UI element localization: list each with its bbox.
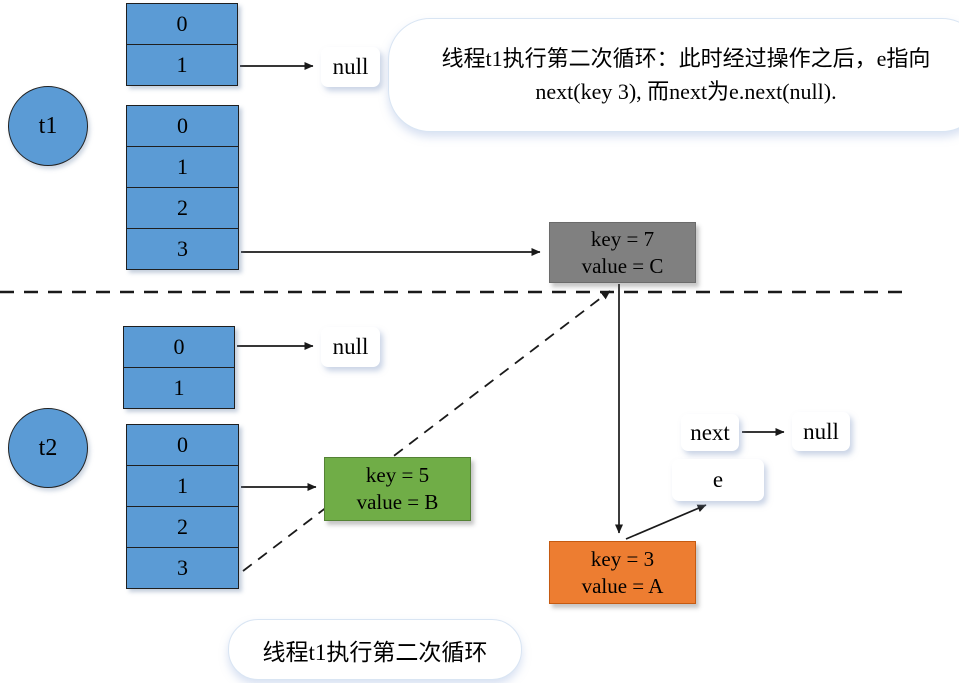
t1-small-array-cell: 0 xyxy=(176,11,188,36)
node-key7: key = 7 value = C xyxy=(549,222,696,283)
null-label-right: null xyxy=(792,412,850,451)
t2-large-array-cell: 2 xyxy=(127,506,238,547)
null-label-top: null xyxy=(321,47,380,87)
bottom-callout-bubble: 线程t1执行第二次循环 xyxy=(228,619,522,680)
thread-t1-label: t1 xyxy=(38,112,58,139)
node-key7-value: value = C xyxy=(581,253,664,278)
node-key5-value: value = B xyxy=(356,490,439,514)
t1-large-array: 0 1 2 3 xyxy=(126,105,239,270)
t1-large-array-cell: 0 xyxy=(177,113,188,138)
top-callout-line1: 线程t1执行第二次循环：此时经过操作之后，e指向 xyxy=(441,46,931,71)
t1-large-array-cell: 2 xyxy=(127,187,238,228)
node-key3-key: key = 3 xyxy=(590,546,655,571)
null-label-top-text: null xyxy=(332,54,369,79)
null-label-right-text: null xyxy=(803,418,839,444)
t1-large-array-cell: 1 xyxy=(127,146,238,187)
null-label-mid: null xyxy=(321,327,380,367)
e-pointer-label: e xyxy=(672,459,764,501)
t2-small-array-cell: 0 xyxy=(173,334,185,359)
t2-large-array-cell: 0 xyxy=(177,432,188,457)
node-key3-value: value = A xyxy=(581,573,664,598)
t2-small-array-cell: 1 xyxy=(124,367,234,408)
e-pointer-text: e xyxy=(712,467,724,492)
t2-large-array: 0 1 2 3 xyxy=(126,424,239,589)
node-key5-key: key = 5 xyxy=(365,463,430,487)
arrow-t2-bucket3-dashed-to-key7 xyxy=(242,290,611,572)
t1-large-array-cell: 3 xyxy=(127,228,238,269)
node-key3: key = 3 value = A xyxy=(549,541,696,604)
thread-t2-label: t2 xyxy=(38,434,58,461)
node-key7-key: key = 7 xyxy=(590,226,655,251)
arrow-key3-to-e xyxy=(625,504,707,540)
null-label-mid-text: null xyxy=(332,334,369,359)
thread-t2-circle: t2 xyxy=(8,408,88,488)
t1-small-array-cell: 1 xyxy=(127,44,237,85)
thread-t1-circle: t1 xyxy=(8,86,88,166)
bottom-callout-text: 线程t1执行第二次循环 xyxy=(262,639,488,665)
t2-large-array-cell: 1 xyxy=(127,465,238,506)
top-callout-bubble: 线程t1执行第二次循环：此时经过操作之后，e指向 next(key 3), 而n… xyxy=(388,18,959,132)
t1-small-array: 0 1 xyxy=(126,3,238,86)
top-callout-line2: next(key 3), 而next为e.next(null). xyxy=(535,79,837,104)
t2-large-array-cell: 3 xyxy=(127,547,238,588)
t2-small-array: 0 1 xyxy=(123,326,235,409)
next-pointer-text: next xyxy=(690,419,730,445)
node-key5: key = 5 value = B xyxy=(324,457,471,521)
next-pointer-label: next xyxy=(681,414,739,451)
